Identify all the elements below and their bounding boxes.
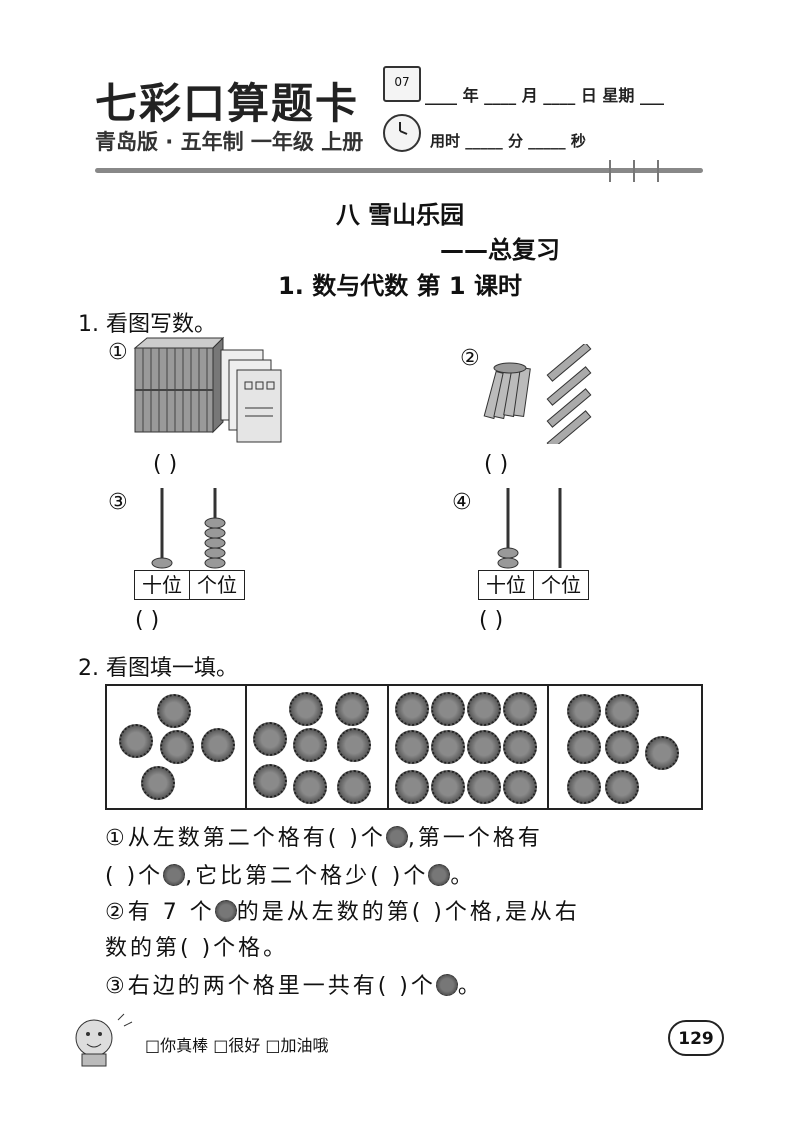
- q2-s2-part-a: ②有 7 个: [105, 900, 215, 925]
- flower: [645, 736, 679, 770]
- grid-divider: [387, 686, 389, 808]
- flower: [395, 692, 429, 726]
- abacus-3-rods: [151, 488, 226, 569]
- flower: [141, 766, 175, 800]
- q2-s1-part-c: ( )个: [105, 864, 164, 889]
- flower: [293, 728, 327, 762]
- flower-icon: [428, 864, 451, 886]
- abacus-3-tens-label: 十位: [134, 570, 190, 600]
- divider-tick-marks: [609, 160, 659, 182]
- header-divider: [95, 168, 703, 173]
- flower-icon: [435, 974, 458, 996]
- flower: [337, 728, 371, 762]
- clock-icon: [383, 114, 421, 152]
- mascot-icon: [75, 1013, 133, 1067]
- flower: [567, 694, 601, 728]
- q2-sentence-3: ③右边的两个格里一共有( )个。: [105, 968, 483, 1000]
- item-4-answer[interactable]: ( ): [479, 608, 504, 633]
- flower: [467, 730, 501, 764]
- flower: [467, 692, 501, 726]
- flower: [431, 692, 465, 726]
- q2-s2-part-c: 数的第( )个格。: [105, 936, 289, 961]
- flower-icon: [163, 864, 186, 886]
- flower: [503, 770, 537, 804]
- item-1-label: ①: [108, 340, 128, 365]
- flower: [119, 724, 153, 758]
- q2-sentence-2: ②有 7 个的是从左数的第( )个格,是从右: [105, 894, 580, 926]
- abacus-4-rods: [497, 488, 562, 569]
- q2-s2-part-b: 的是从左数的第( )个格,是从右: [236, 900, 580, 925]
- date-fill-line: ____ 年 ____ 月 ____ 日 星期 ___: [425, 86, 664, 105]
- clock-hands-icon: [399, 122, 408, 135]
- edition-label: 青岛版 · 五年制 一年级 上册: [95, 130, 364, 154]
- time-fill-line: 用时 _____ 分 _____ 秒: [430, 132, 586, 150]
- flower: [253, 722, 287, 756]
- flower-icon: [214, 900, 237, 922]
- flower: [201, 728, 235, 762]
- unit-title: 八 雪山乐园: [335, 201, 465, 229]
- item-3-label: ③: [108, 490, 128, 515]
- flower: [289, 692, 323, 726]
- grid-divider: [547, 686, 549, 808]
- flower: [160, 730, 194, 764]
- item-1-answer[interactable]: ( ): [153, 452, 178, 477]
- q2-sentence-1-cont: ( )个 ,它比第二个格少( )个。: [105, 858, 475, 890]
- question-1-prompt: 1. 看图写数。: [78, 312, 216, 337]
- bundles-of-sheets-illustration: [133, 336, 282, 443]
- flower-grid: [105, 684, 703, 810]
- flower: [605, 730, 639, 764]
- abacus-3-ones-label: 个位: [189, 570, 245, 600]
- flower: [605, 770, 639, 804]
- flower: [253, 764, 287, 798]
- sticks-illustration: [483, 344, 592, 444]
- brand-logo: 七彩口算题卡: [95, 79, 360, 128]
- flower: [503, 692, 537, 726]
- flower: [293, 770, 327, 804]
- item-3-answer[interactable]: ( ): [135, 608, 160, 633]
- flower: [157, 694, 191, 728]
- page-number: 129: [668, 1020, 724, 1056]
- abacus-4-ones-label: 个位: [533, 570, 589, 600]
- self-evaluation[interactable]: □你真棒 □很好 □加油哦: [145, 1036, 329, 1055]
- flower: [395, 770, 429, 804]
- flower: [337, 770, 371, 804]
- abacus-4-tens-label: 十位: [478, 570, 534, 600]
- item-2-label: ②: [460, 346, 480, 371]
- item-2-answer[interactable]: ( ): [484, 452, 509, 477]
- flower: [431, 770, 465, 804]
- q2-s1-part-d: ,它比第二个格少( )个: [185, 864, 429, 889]
- q2-s3-part-b: 。: [457, 974, 483, 999]
- flower: [567, 770, 601, 804]
- flower: [431, 730, 465, 764]
- q2-sentence-1: ①从左数第二个格有( )个 ,第一个格有: [105, 820, 543, 852]
- q2-s3-part-a: ③右边的两个格里一共有( )个: [105, 974, 436, 999]
- calendar-icon: 07: [383, 66, 421, 102]
- q2-s1-part-a: ①从左数第二个格有( )个: [105, 826, 386, 851]
- unit-subtitle: ——总复习: [440, 236, 560, 264]
- flower: [605, 694, 639, 728]
- flower: [335, 692, 369, 726]
- flower: [503, 730, 537, 764]
- q2-sentence-2-cont: 数的第( )个格。: [105, 930, 288, 962]
- lesson-title: 1. 数与代数 第 1 课时: [278, 272, 522, 300]
- q2-s1-part-b: ,第一个格有: [407, 826, 543, 851]
- calendar-day: 07: [394, 75, 410, 89]
- flower: [567, 730, 601, 764]
- flower: [467, 770, 501, 804]
- grid-divider: [245, 686, 247, 808]
- q2-s1-part-e: 。: [450, 864, 476, 889]
- flower-icon: [385, 826, 408, 848]
- question-2-prompt: 2. 看图填一填。: [78, 656, 238, 681]
- flower: [395, 730, 429, 764]
- item-4-label: ④: [452, 490, 472, 515]
